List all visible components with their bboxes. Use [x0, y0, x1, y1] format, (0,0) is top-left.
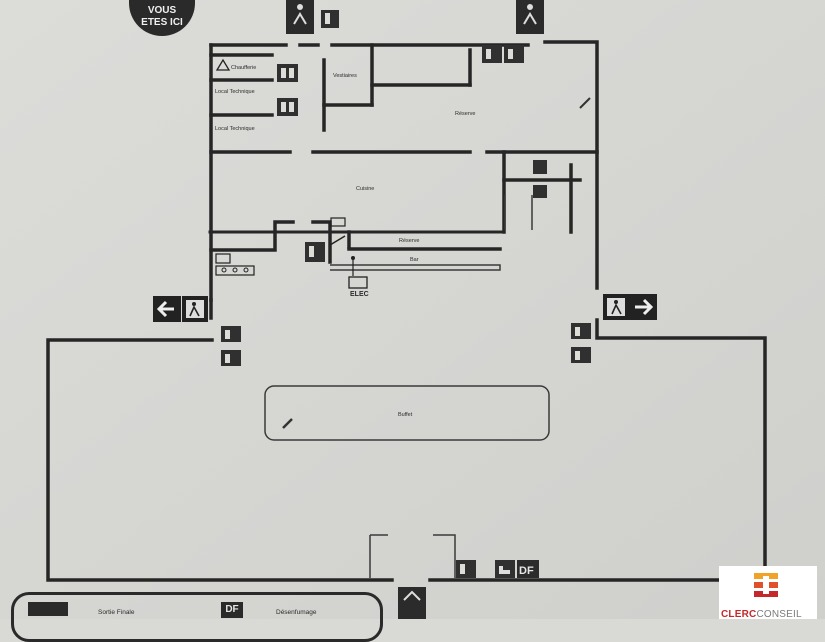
arrow-left-icon	[156, 300, 174, 318]
room-label-elec: ELEC	[350, 291, 369, 298]
legend-box: Sortie Finale DF Désenfumage	[11, 592, 383, 642]
hand-push-icon	[499, 566, 510, 574]
floor-plan: Chaufferie Local Technique Local Techniq…	[0, 0, 825, 619]
room-label-reserve-bottom: Réserve	[399, 238, 419, 244]
logo-brand: CLERC	[721, 609, 757, 620]
room-label-local-technique-2: Local Technique	[215, 126, 255, 132]
room-label-bar: Bar	[410, 257, 419, 263]
legend-df-icon: DF	[221, 602, 243, 618]
exit-left-sign	[153, 296, 208, 322]
logo-mark	[754, 573, 778, 597]
legend-desenfumage: Désenfumage	[276, 609, 317, 616]
marker-line-1: VOUS	[147, 5, 177, 16]
walls	[46, 40, 767, 582]
electric-panel-icon	[348, 256, 368, 289]
marker-line-2: ETES ICI	[141, 17, 183, 28]
thin-walls	[330, 195, 533, 578]
logo-suffix: CONSEIL	[756, 609, 802, 620]
room-label-cuisine: Cuisine	[356, 186, 374, 192]
buffet-table	[264, 385, 550, 441]
warning-triangle-icon	[215, 58, 231, 71]
pencil-icon	[282, 418, 293, 429]
exit-right-sign	[603, 294, 657, 320]
room-label-local-technique-1: Local Technique	[215, 89, 255, 95]
room-label-buffet: Buffet	[398, 412, 413, 418]
arrow-right-icon	[635, 298, 654, 316]
room-label-chaufferie: Chaufferie	[231, 65, 256, 71]
company-logo: CLERCCONSEIL	[719, 566, 817, 620]
df-sign-label: DF	[519, 565, 534, 577]
room-label-vestiaires: Vestiaires	[333, 73, 357, 79]
legend-sortie-finale: Sortie Finale	[98, 609, 135, 616]
panel-box	[215, 265, 255, 276]
legend-exit-icon	[28, 602, 68, 616]
room-label-reserve-top: Réserve	[455, 111, 475, 117]
exit-running-man-icon	[286, 0, 544, 619]
logo-text: CLERCCONSEIL	[721, 609, 825, 620]
